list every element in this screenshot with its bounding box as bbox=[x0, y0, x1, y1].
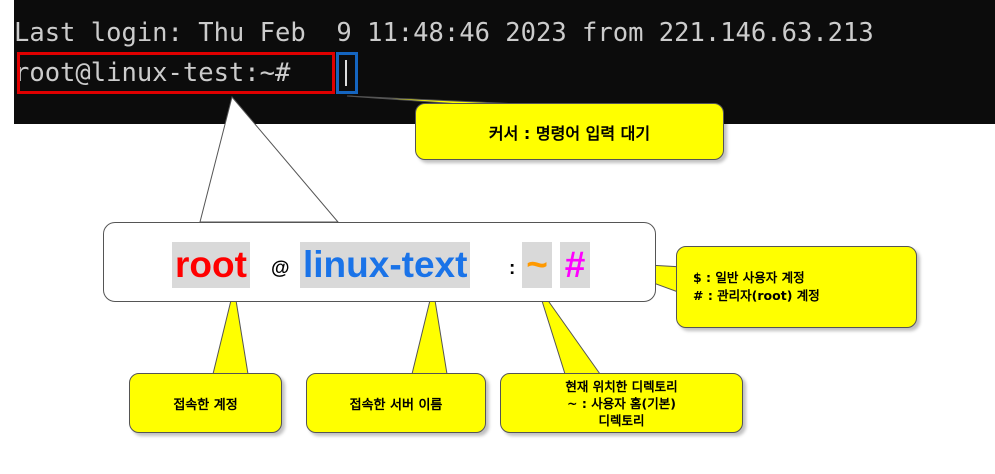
breakdown-host: linux-text bbox=[300, 242, 471, 288]
directory-callout: 현재 위치한 디렉토리 ~ : 사용자 홈(기본) 디렉토리 bbox=[500, 373, 743, 433]
text-cursor bbox=[345, 60, 347, 86]
cursor-callout: 커서 : 명령어 입력 대기 bbox=[415, 103, 724, 160]
cursor-highlight-box bbox=[336, 52, 358, 94]
breakdown-user-text: root bbox=[175, 244, 247, 285]
breakdown-user: root bbox=[172, 242, 250, 288]
breakdown-tilde: ~ bbox=[522, 242, 552, 288]
breakdown-colon: : bbox=[509, 258, 516, 279]
shell-prompt[interactable]: root@linux-test:~# bbox=[14, 58, 291, 88]
breakdown-hash: # bbox=[560, 242, 590, 288]
zoom-pointer bbox=[199, 95, 340, 223]
breakdown-hash-text: # bbox=[564, 244, 586, 285]
prompt-highlight-box bbox=[17, 52, 335, 94]
account-callout-text: 접속한 계정 bbox=[173, 397, 238, 413]
symbol-callout: $ : 일반 사용자 계정 # : 관리자(root) 계정 bbox=[676, 246, 917, 328]
account-callout: 접속한 계정 bbox=[129, 373, 282, 433]
symbol-callout-line-1: $ : 일반 사용자 계정 bbox=[693, 270, 805, 285]
last-login-line: Last login: Thu Feb 9 11:48:46 2023 from… bbox=[14, 18, 874, 48]
directory-callout-line-3: 디렉토리 bbox=[598, 412, 645, 428]
directory-callout-line-2: ~ : 사용자 홈(기본) bbox=[567, 395, 676, 411]
cursor-callout-text: 커서 : 명령어 입력 대기 bbox=[488, 123, 651, 143]
server-callout: 접속한 서버 이름 bbox=[306, 373, 486, 433]
breakdown-tilde-text: ~ bbox=[526, 244, 548, 285]
server-callout-text: 접속한 서버 이름 bbox=[349, 397, 443, 413]
symbol-callout-line-2: # : 관리자(root) 계정 bbox=[693, 288, 820, 303]
breakdown-at: @ bbox=[271, 258, 290, 279]
breakdown-host-text: linux-text bbox=[303, 244, 468, 285]
directory-callout-line-1: 현재 위치한 디렉토리 bbox=[565, 378, 678, 394]
